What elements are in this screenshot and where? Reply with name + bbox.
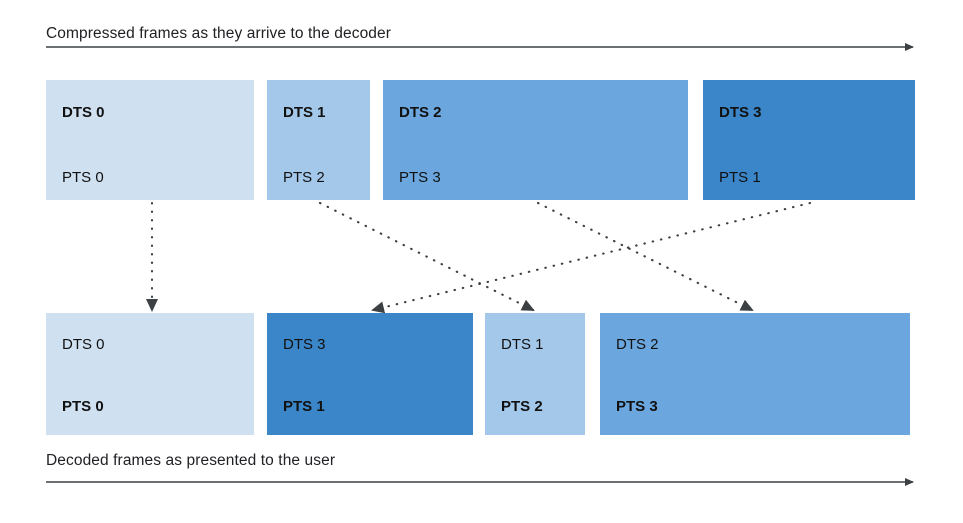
- pts-label: PTS 1: [719, 169, 761, 186]
- frame-box[interactable]: DTS 1 PTS 2: [485, 313, 585, 435]
- pts-label: PTS 3: [399, 169, 441, 186]
- dts-label: DTS 1: [283, 104, 326, 121]
- pts-label: PTS 2: [283, 169, 325, 186]
- dts-label: DTS 1: [501, 336, 544, 353]
- pts-label: PTS 1: [283, 398, 325, 415]
- frame-box[interactable]: DTS 0 PTS 0: [46, 80, 254, 200]
- bottom-caption: Decoded frames as presented to the user: [46, 452, 336, 469]
- pts-label: PTS 0: [62, 398, 104, 415]
- pts-label: PTS 3: [616, 398, 658, 415]
- connector-dts1-to-pts2: [318, 201, 535, 312]
- dts-label: DTS 2: [616, 336, 659, 353]
- frame-box[interactable]: DTS 3 PTS 1: [267, 313, 473, 435]
- top-caption: Compressed frames as they arrive to the …: [46, 25, 391, 42]
- pts-label: PTS 2: [501, 398, 543, 415]
- frame-box[interactable]: DTS 2 PTS 3: [383, 80, 688, 200]
- frame-box[interactable]: DTS 0 PTS 0: [46, 313, 254, 435]
- connector-dts2-to-pts3: [536, 201, 754, 312]
- frame-box[interactable]: DTS 3 PTS 1: [703, 80, 915, 200]
- dts-label: DTS 3: [283, 336, 326, 353]
- connector-dts3-to-pts1: [371, 201, 812, 314]
- pts-label: PTS 0: [62, 169, 104, 186]
- dts-label: DTS 0: [62, 104, 105, 121]
- dts-label: DTS 2: [399, 104, 442, 121]
- frame-box[interactable]: DTS 1 PTS 2: [267, 80, 370, 200]
- dts-label: DTS 0: [62, 336, 105, 353]
- frame-box[interactable]: DTS 2 PTS 3: [600, 313, 910, 435]
- dts-label: DTS 3: [719, 104, 762, 121]
